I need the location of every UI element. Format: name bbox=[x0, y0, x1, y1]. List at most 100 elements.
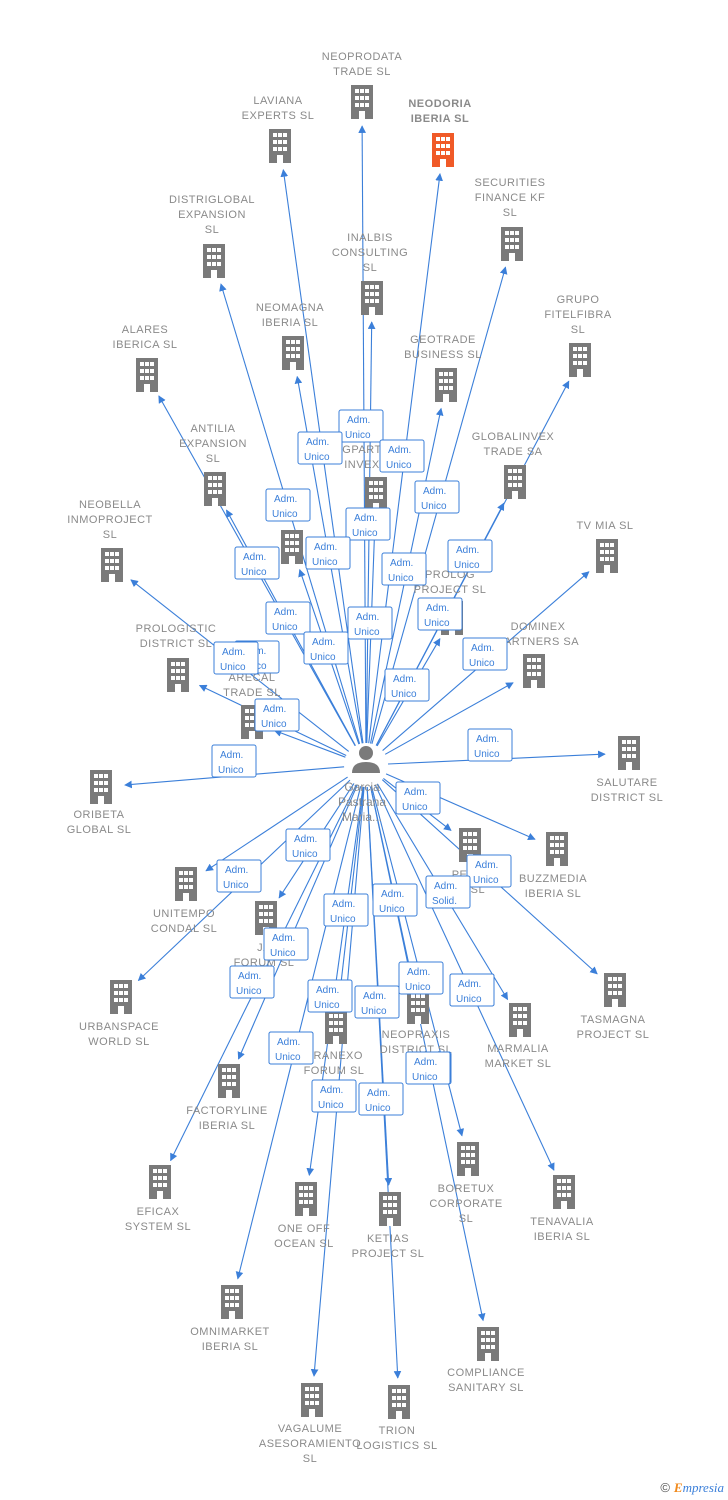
company-node-geotrade[interactable] bbox=[435, 368, 457, 402]
relation-label: Unico bbox=[292, 849, 318, 860]
company-node-trion[interactable] bbox=[388, 1385, 410, 1419]
edge-to-unitempo bbox=[205, 776, 348, 872]
relation-badge-laviana[interactable]: Adm.Unico bbox=[297, 431, 343, 465]
company-node-antilia[interactable] bbox=[204, 472, 226, 506]
relation-label: Unico bbox=[469, 658, 495, 669]
relation-badge-tenavalia[interactable]: Adm.Unico bbox=[449, 973, 495, 1007]
company-node-marmalia[interactable] bbox=[509, 1003, 531, 1037]
relation-badge-tvmia[interactable]: Adm.Unico bbox=[462, 637, 508, 671]
company-node-gpartinvex[interactable] bbox=[365, 477, 387, 511]
relation-badge-unitempo[interactable]: Adm.Unico bbox=[216, 859, 262, 893]
edge-to-arecal bbox=[273, 729, 346, 758]
relation-badge-pedr[interactable]: Adm.Unico bbox=[395, 781, 441, 815]
company-label-securities: SL bbox=[503, 207, 517, 219]
company-label-boretux: SL bbox=[459, 1213, 473, 1225]
company-node-laviana[interactable] bbox=[269, 129, 291, 163]
relation-badge-prologistic[interactable]: Adm.Unico bbox=[213, 641, 259, 675]
center-person[interactable]: Garcia Pastrana Maria... bbox=[338, 746, 386, 824]
relation-label: Adm. bbox=[263, 704, 286, 715]
relation-badge-securities[interactable]: Adm.Unico bbox=[414, 480, 460, 514]
relation-badge-jaforum[interactable]: Adm.Unico bbox=[263, 927, 309, 961]
company-node-boretux[interactable] bbox=[457, 1142, 479, 1176]
relation-badge-neodoria[interactable]: Adm.Unico bbox=[379, 439, 425, 473]
relation-badge-globalinvex[interactable]: Adm.Unico bbox=[417, 597, 463, 631]
relation-badge-salutare[interactable]: Adm.Unico bbox=[467, 728, 513, 762]
relation-label: Adm. bbox=[367, 1088, 390, 1099]
relation-badge-marmalia[interactable]: Adm.Unico bbox=[354, 985, 400, 1019]
company-node-prologistic[interactable] bbox=[167, 658, 189, 692]
relation-badge-compliance[interactable]: Adm.Unico bbox=[405, 1051, 451, 1085]
relation-badge-neomagna[interactable]: Adm.Unico bbox=[305, 536, 351, 570]
building-icon bbox=[269, 129, 291, 163]
company-node-tenavalia[interactable] bbox=[553, 1175, 575, 1209]
company-label-vagalume: SL bbox=[303, 1453, 317, 1465]
company-label-dominex: PARTNERS SA bbox=[497, 636, 579, 648]
company-node-tasmagna[interactable] bbox=[604, 973, 626, 1007]
company-node-inalbis[interactable] bbox=[361, 281, 383, 315]
company-label-boretux: CORPORATE bbox=[429, 1198, 502, 1210]
relation-badge-ranexo[interactable]: Adm.Unico bbox=[307, 979, 353, 1013]
relation-badge-pmsa[interactable]: Adm.Unico bbox=[265, 601, 311, 635]
company-node-distriglobal[interactable] bbox=[203, 244, 225, 278]
relation-badge-eficax[interactable]: Adm.Unico bbox=[268, 1031, 314, 1065]
edge-to-dominex bbox=[384, 682, 514, 755]
relation-badge-geotrade[interactable]: Adm.Unico bbox=[381, 552, 427, 586]
relation-label: Adm. bbox=[390, 558, 413, 569]
relation-label: Unico bbox=[275, 1052, 301, 1063]
relation-badge-vagalume[interactable]: Adm.Unico bbox=[323, 893, 369, 927]
relation-badge-antilia[interactable]: Adm.Unico bbox=[265, 488, 311, 522]
company-label-ranexo: FORUM SL bbox=[304, 1065, 365, 1077]
building-icon bbox=[101, 548, 123, 582]
relation-label: Unico bbox=[405, 982, 431, 993]
company-node-neopraxis[interactable] bbox=[407, 990, 429, 1024]
relation-badge-buzzmedia[interactable]: Adm.Unico bbox=[466, 854, 512, 888]
relation-badge-grupofitelfibra[interactable]: Adm.Unico bbox=[447, 539, 493, 573]
company-node-ranexo[interactable] bbox=[325, 1010, 347, 1044]
relation-badge-arecal[interactable]: Adm.Unico bbox=[254, 698, 300, 732]
company-node-omnimarket[interactable] bbox=[221, 1285, 243, 1319]
relation-badge-gpartinvex[interactable]: Adm.Unico bbox=[347, 606, 393, 640]
relation-badge-urbanspace[interactable]: Adm.Unico bbox=[229, 965, 275, 999]
relation-badge-omnimarket[interactable]: Adm.Unico bbox=[285, 828, 331, 862]
company-label-inalbis: SL bbox=[363, 262, 377, 274]
company-node-grupofitelfibra[interactable] bbox=[569, 343, 591, 377]
company-node-neodoria[interactable] bbox=[432, 133, 454, 167]
relation-label: Adm. bbox=[220, 750, 243, 761]
company-node-ketias[interactable] bbox=[379, 1192, 401, 1226]
relation-badge-neoprodata[interactable]: Adm.Unico bbox=[338, 409, 384, 443]
relation-badge-inalbis[interactable]: Adm.Unico bbox=[345, 507, 391, 541]
relation-badge-oneoff[interactable]: Adm.Unico bbox=[311, 1079, 357, 1113]
company-label-arecal: ARECAL bbox=[228, 672, 275, 684]
company-node-neoprodata[interactable] bbox=[351, 85, 373, 119]
company-node-tvmia[interactable] bbox=[596, 539, 618, 573]
relation-badge-distriglobal[interactable]: Adm.Unico bbox=[234, 546, 280, 580]
company-node-alares[interactable] bbox=[136, 358, 158, 392]
relation-badge-prolog[interactable]: Adm.Unico bbox=[303, 631, 349, 665]
company-node-securities[interactable] bbox=[501, 227, 523, 261]
building-icon bbox=[110, 980, 132, 1014]
company-node-vagalume[interactable] bbox=[301, 1383, 323, 1417]
company-node-buzzmedia[interactable] bbox=[546, 832, 568, 866]
relation-badge-oribeta[interactable]: Adm.Unico bbox=[211, 744, 257, 778]
company-node-globalinvex[interactable] bbox=[504, 465, 526, 499]
company-node-compliance[interactable] bbox=[477, 1327, 499, 1361]
relation-badge-ketias[interactable]: Adm.Unico bbox=[358, 1082, 404, 1116]
company-node-oneoff[interactable] bbox=[295, 1182, 317, 1216]
relation-badge-dominex[interactable]: Adm.Unico bbox=[384, 668, 430, 702]
company-node-oribeta[interactable] bbox=[90, 770, 112, 804]
company-node-neomagna[interactable] bbox=[282, 336, 304, 370]
company-node-pmsa[interactable] bbox=[281, 530, 303, 564]
company-node-dominex[interactable] bbox=[523, 654, 545, 688]
company-node-salutare[interactable] bbox=[618, 736, 640, 770]
company-label-laviana: EXPERTS SL bbox=[242, 110, 315, 122]
relation-badge-trion[interactable]: Adm.Unico bbox=[372, 883, 418, 917]
company-node-eficax[interactable] bbox=[149, 1165, 171, 1199]
company-node-factoryline[interactable] bbox=[218, 1064, 240, 1098]
relation-badge-pedr[interactable]: Adm.Solid. bbox=[425, 875, 471, 909]
company-node-unitempo[interactable] bbox=[175, 867, 197, 901]
company-node-urbanspace[interactable] bbox=[110, 980, 132, 1014]
company-node-neobella[interactable] bbox=[101, 548, 123, 582]
relation-badge-neopraxis[interactable]: Adm.Unico bbox=[398, 961, 444, 995]
company-label-neomagna: IBERIA SL bbox=[262, 317, 318, 329]
